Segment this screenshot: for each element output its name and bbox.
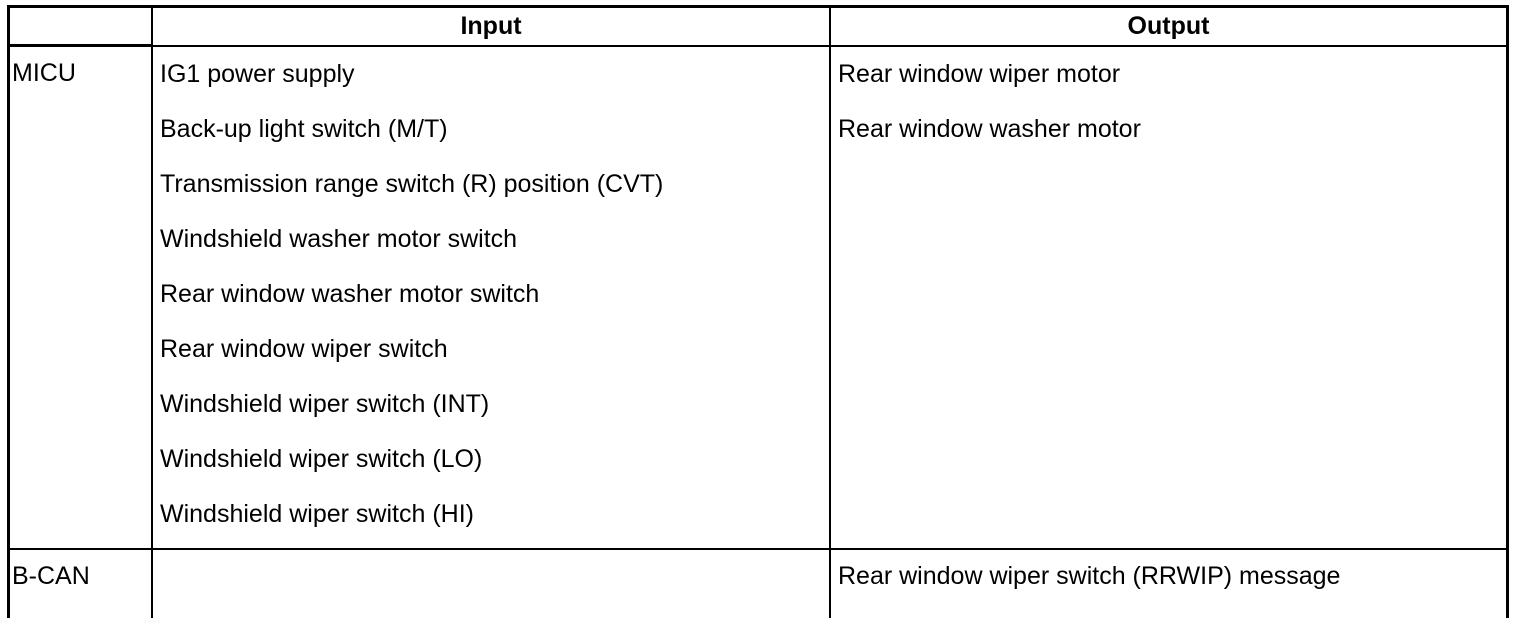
output-list: Rear window wiper switch (RRWIP) message… — [838, 556, 1506, 618]
module-cell-micu: MICU — [8, 44, 153, 550]
list-item: Windshield wiper switch (HI) — [160, 499, 474, 528]
input-cell-bcan — [151, 547, 831, 618]
module-label: MICU — [12, 59, 76, 87]
list-item: Rear window washer switch (RRWASH) messa… — [838, 611, 1506, 618]
module-cell-bcan: B-CAN — [8, 547, 153, 618]
column-header-input: Input — [151, 6, 831, 47]
list-item: Rear window wiper motor — [838, 59, 1121, 88]
column-header-output: Output — [829, 6, 1508, 47]
module-label: B-CAN — [12, 561, 90, 590]
table-row: MICU IG1 power supply Back-up light swit… — [8, 44, 1508, 550]
output-list: Rear window wiper motor Rear window wash… — [838, 53, 1506, 163]
list-item: Rear window washer motor switch — [160, 279, 540, 308]
table-header: Input Output — [8, 6, 1508, 47]
table-body: MICU IG1 power supply Back-up light swit… — [8, 44, 1508, 618]
input-output-table: Input Output MICU IG1 power supply Back-… — [7, 5, 1509, 618]
output-cell-bcan: Rear window wiper switch (RRWIP) message… — [829, 547, 1508, 618]
list-item: Windshield wiper switch (LO) — [160, 444, 483, 473]
list-item: Windshield washer motor switch — [160, 224, 518, 253]
input-cell-micu: IG1 power supply Back-up light switch (M… — [151, 44, 831, 550]
list-item: Back-up light switch (M/T) — [160, 114, 448, 143]
output-cell-micu: Rear window wiper motor Rear window wash… — [829, 44, 1508, 550]
list-item: Transmission range switch (R) position (… — [160, 169, 664, 198]
list-item: Rear window wiper switch (RRWIP) message — [838, 561, 1341, 590]
list-item: Rear window wiper switch — [160, 334, 448, 363]
list-item: Windshield wiper switch (INT) — [160, 389, 490, 418]
column-header-module — [8, 6, 153, 47]
table-header-row: Input Output — [8, 6, 1508, 47]
input-list: IG1 power supply Back-up light switch (M… — [160, 53, 829, 548]
table-row: B-CAN Rear window wiper switch (RRWIP) m… — [8, 547, 1508, 618]
list-item: IG1 power supply — [160, 59, 355, 88]
list-item: Rear window washer motor — [838, 114, 1141, 143]
